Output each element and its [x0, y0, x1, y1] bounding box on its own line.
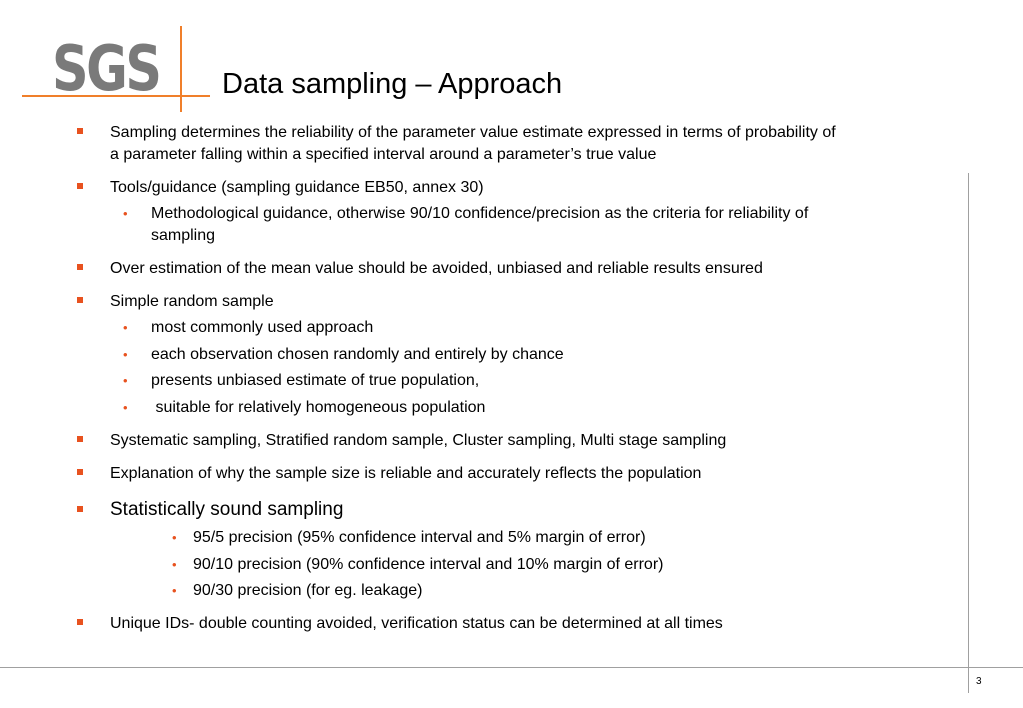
logo-vertical-line: [180, 26, 182, 112]
square-bullet-icon: [77, 264, 83, 270]
sub-bullet-text: 90/30 precision (for eg. leakage): [193, 582, 423, 599]
square-bullet-icon: [77, 469, 83, 475]
bullet-text: Unique IDs- double counting avoided, ver…: [110, 615, 723, 632]
dot-bullet-icon: •: [172, 557, 177, 572]
square-bullet-icon: [77, 128, 83, 134]
square-bullet-icon: [77, 506, 83, 512]
sub-bullet-text: each observation chosen randomly and ent…: [151, 346, 564, 363]
sub-bullet-text: presents unbiased estimate of true popul…: [151, 372, 480, 389]
dot-bullet-icon: •: [123, 206, 128, 221]
right-divider: [968, 173, 969, 693]
bullet-text: Explanation of why the sample size is re…: [110, 465, 702, 482]
dot-bullet-icon: •: [123, 347, 128, 362]
bullet-text-continued: a parameter falling within a specified i…: [110, 146, 657, 163]
sub-bullet-text: suitable for relatively homogeneous popu…: [151, 399, 486, 416]
bullet-text: Statistically sound sampling: [110, 499, 344, 520]
bullet-text: Tools/guidance (sampling guidance EB50, …: [110, 179, 484, 196]
dot-bullet-icon: •: [172, 583, 177, 598]
sgs-logo: SGS: [22, 26, 212, 112]
dot-bullet-icon: •: [123, 400, 128, 415]
bullet-text: Sampling determines the reliability of t…: [110, 124, 836, 141]
sub-bullet-text: 90/10 precision (90% confidence interval…: [193, 556, 664, 573]
dot-bullet-icon: •: [123, 373, 128, 388]
bullet-text: Systematic sampling, Stratified random s…: [110, 432, 727, 449]
dot-bullet-icon: •: [172, 530, 177, 545]
square-bullet-icon: [77, 619, 83, 625]
sgs-logo-text: SGS: [52, 32, 162, 105]
square-bullet-icon: [77, 183, 83, 189]
bullet-text: Over estimation of the mean value should…: [110, 260, 763, 277]
square-bullet-icon: [77, 297, 83, 303]
sub-bullet-text: Methodological guidance, otherwise 90/10…: [151, 205, 809, 222]
sub-bullet-text-continued: sampling: [151, 227, 216, 244]
page-number: 3: [976, 676, 982, 687]
slide-title: Data sampling – Approach: [222, 68, 563, 100]
sub-bullet-text: 95/5 precision (95% confidence interval …: [193, 529, 646, 546]
dot-bullet-icon: •: [123, 320, 128, 335]
logo-horizontal-line: [22, 95, 210, 97]
square-bullet-icon: [77, 436, 83, 442]
bullet-text: Simple random sample: [110, 293, 274, 310]
bottom-divider: [0, 667, 1023, 668]
sub-bullet-text: most commonly used approach: [151, 319, 374, 336]
